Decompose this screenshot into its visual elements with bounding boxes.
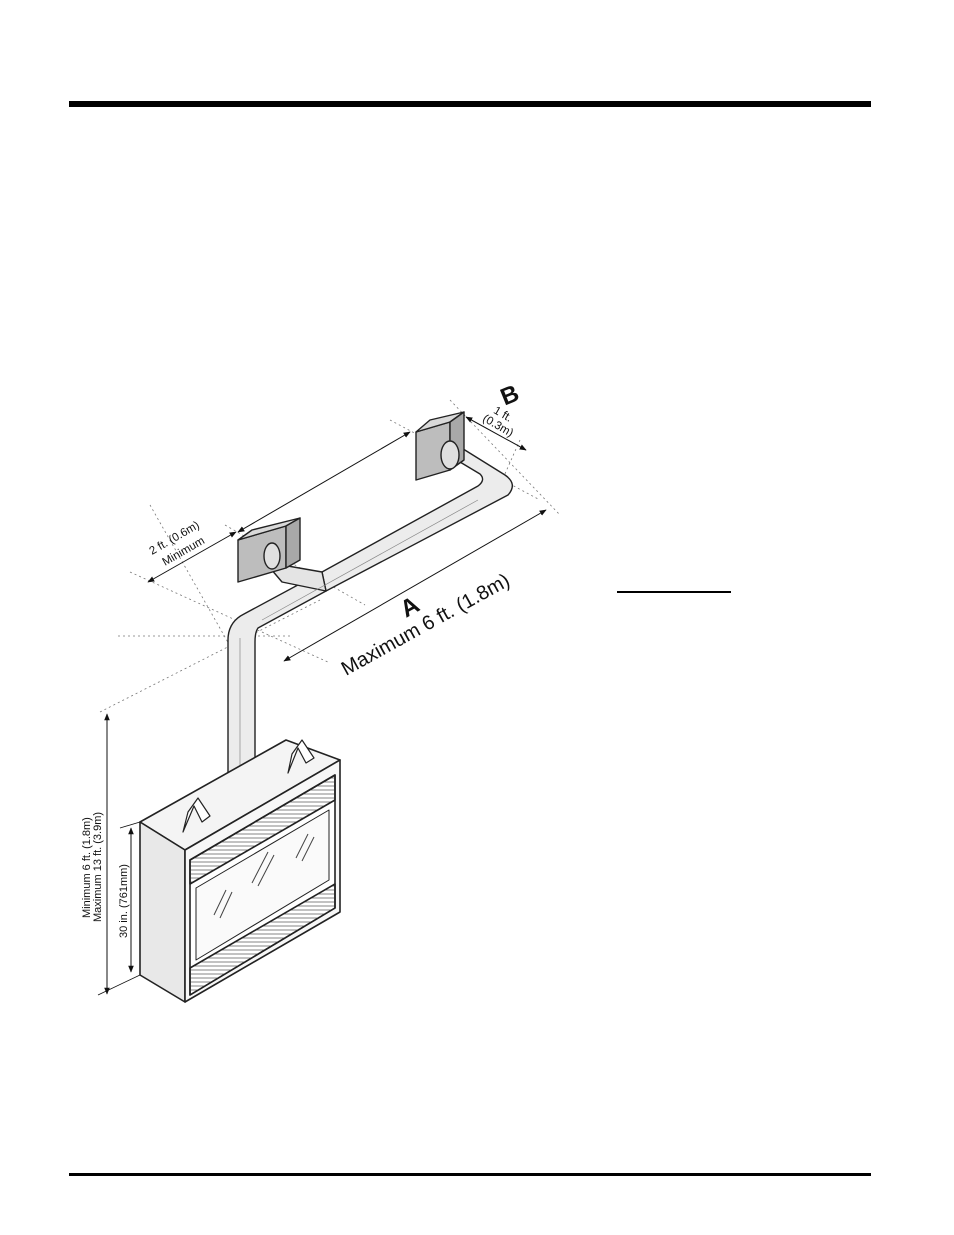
dimension-arrow-separation (238, 432, 410, 532)
label-unit-height: 30 in. (761mm) (118, 864, 130, 938)
termination-cap-upper (416, 412, 464, 480)
fireplace-unit (140, 740, 340, 1002)
label-a-length: Maximum 6 ft. (1.8m) (338, 570, 514, 681)
vent-pipe (228, 447, 512, 797)
label-height-max: Maximum 13 ft. (3.9m) (92, 812, 104, 922)
